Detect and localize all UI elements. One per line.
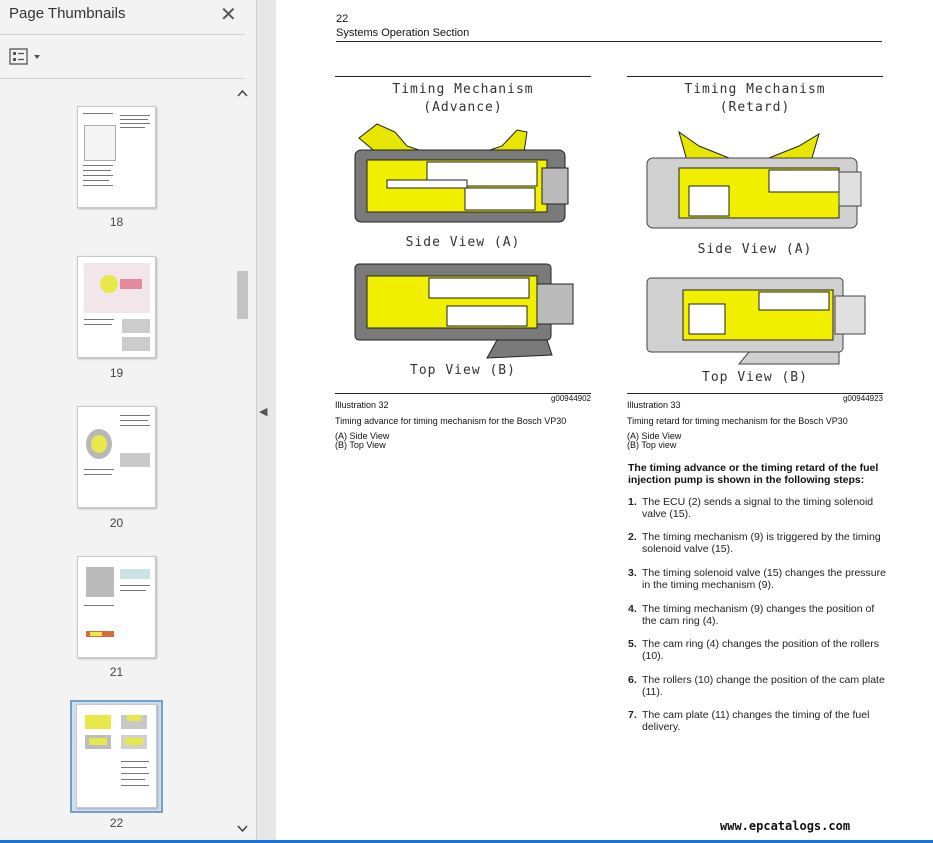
window-bottom-bar: [0, 840, 933, 843]
thumbnail-options-button[interactable]: [8, 46, 46, 68]
step-number: 6.: [628, 674, 637, 686]
divider: [0, 78, 245, 79]
thumbnail-page-22[interactable]: [76, 704, 157, 808]
scroll-up-icon: [237, 89, 248, 97]
thumbnail-page-18[interactable]: [77, 106, 156, 208]
step-number: 5.: [628, 638, 637, 650]
thumbnail-label: 19: [109, 366, 124, 380]
side-view-advance-drawing: [354, 123, 569, 223]
step-text: The timing solenoid valve (15) changes t…: [642, 567, 886, 591]
steps-heading: The timing advance or the timing retard …: [628, 462, 879, 486]
thumbnail-label: 18: [109, 215, 124, 229]
figure-bottom-rule: [627, 393, 883, 394]
thumbnails-panel: Page Thumbnails ✕ 18 1: [0, 0, 257, 843]
thumbnail-page-19[interactable]: [77, 256, 156, 358]
section-title: Systems Operation Section: [336, 27, 470, 39]
step-text: The cam ring (4) changes the position of…: [642, 638, 879, 662]
scrollbar-track: [237, 89, 248, 833]
step-number: 1.: [628, 496, 637, 508]
caption-top-view: (B) Top View: [335, 440, 386, 450]
figure-top-rule: [335, 76, 591, 77]
side-view-label: Side View (A): [697, 242, 813, 257]
step-number: 3.: [628, 567, 637, 579]
step-text: The timing mechanism (9) is triggered by…: [642, 531, 881, 555]
figure-title: Timing Mechanism: [392, 82, 534, 97]
caption-side-view: (A) Side View: [627, 431, 682, 441]
caption-side-view: (A) Side View: [335, 431, 390, 441]
top-view-label: Top View (B): [702, 370, 808, 385]
side-view-label: Side View (A): [405, 235, 521, 250]
top-view-retard-drawing: [646, 277, 866, 365]
figure-bottom-rule: [335, 393, 591, 394]
collapse-panel-icon[interactable]: ◀: [259, 406, 268, 418]
step-number: 7.: [628, 709, 637, 721]
divider: [0, 34, 245, 35]
watermark: www.epcatalogs.com: [720, 819, 851, 833]
step-number: 2.: [628, 531, 637, 543]
thumbnail-label: 22: [109, 816, 124, 830]
document-page: 22 Systems Operation Section Timing Mech…: [276, 0, 933, 843]
figure-subtitle: (Retard): [719, 100, 791, 115]
thumbnail-page-21[interactable]: [77, 556, 156, 658]
figure-top-rule: [627, 76, 883, 77]
step-text: The cam plate (11) changes the timing of…: [642, 709, 870, 733]
side-view-retard-drawing: [646, 130, 862, 229]
figure-subtitle: (Advance): [423, 100, 503, 115]
illustration-number: Illustration 32: [335, 400, 389, 410]
step-text: The rollers (10) change the position of …: [642, 674, 885, 698]
figure-caption: Timing advance for timing mechanism for …: [335, 416, 567, 426]
header-rule: [336, 41, 882, 42]
thumbnail-label: 20: [109, 516, 124, 530]
graphic-id: g00944902: [550, 394, 591, 403]
top-view-advance-drawing: [354, 263, 574, 359]
figure-title: Timing Mechanism: [684, 82, 826, 97]
page-number: 22: [336, 13, 349, 25]
illustration-number: Illustration 33: [627, 400, 681, 410]
thumbnail-page-20[interactable]: [77, 406, 156, 508]
thumbnail-label: 21: [109, 665, 124, 679]
close-icon[interactable]: ✕: [220, 4, 237, 26]
panel-title: Page Thumbnails: [9, 5, 126, 22]
thumbnail-options-icon: [9, 48, 40, 65]
top-view-label: Top View (B): [410, 363, 516, 378]
thumbnail-scrollbar[interactable]: [234, 86, 251, 838]
scroll-down-icon: [237, 825, 248, 833]
step-text: The timing mechanism (9) changes the pos…: [642, 603, 875, 627]
scrollbar-thumb[interactable]: [237, 271, 248, 319]
step-number: 4.: [628, 603, 637, 615]
figure-caption: Timing retard for timing mechanism for t…: [627, 416, 848, 426]
step-text: The ECU (2) sends a signal to the timing…: [642, 496, 874, 520]
graphic-id: g00944923: [842, 394, 883, 403]
caption-top-view: (B) Top view: [627, 440, 677, 450]
